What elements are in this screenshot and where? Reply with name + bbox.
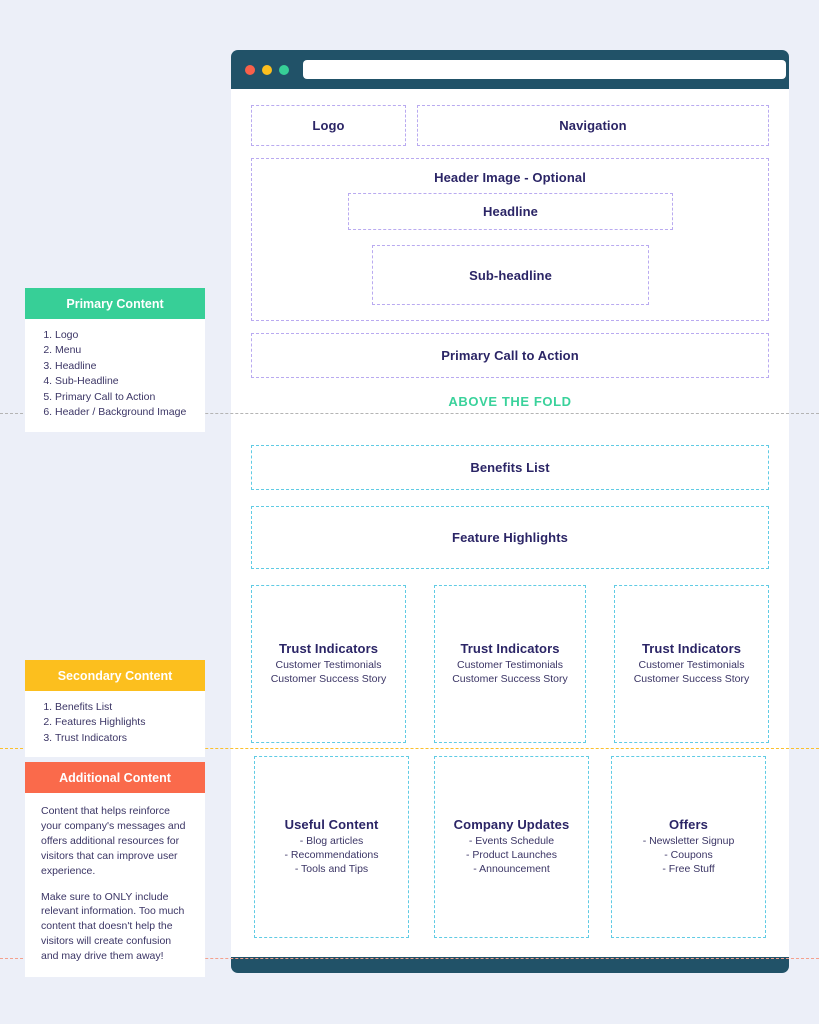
additional-content-line-3: - Free Stuff — [662, 862, 715, 875]
trust-indicator-title: Trust Indicators — [278, 641, 379, 657]
list-item: Header / Background Image — [55, 405, 193, 420]
placeholder-primary-cta-label: Primary Call to Action — [441, 348, 579, 363]
placeholder-logo[interactable]: Logo — [251, 105, 406, 146]
list-item: Primary Call to Action — [55, 390, 193, 405]
placeholder-useful-content[interactable]: Useful Content - Blog articles - Recomme… — [254, 756, 409, 938]
additional-content-line-1: - Events Schedule — [468, 835, 555, 848]
minimize-dot-icon[interactable] — [262, 64, 272, 75]
placeholder-navigation-label: Navigation — [559, 118, 627, 133]
card-primary-content-heading: Primary Content — [25, 288, 205, 319]
fold-divider — [0, 413, 819, 414]
additional-content-line-3: - Announcement — [473, 862, 550, 875]
list-item: Features Highlights — [55, 715, 193, 730]
placeholder-benefits-list[interactable]: Benefits List — [251, 445, 769, 490]
trust-indicator-title: Trust Indicators — [460, 641, 560, 657]
secondary-content-divider — [0, 748, 819, 749]
list-item: Benefits List — [55, 700, 193, 715]
placeholder-navigation[interactable]: Navigation — [417, 105, 769, 146]
url-input[interactable] — [303, 60, 786, 79]
trust-indicator-title: Trust Indicators — [641, 641, 742, 657]
card-additional-content: Additional Content Content that helps re… — [25, 762, 205, 978]
additional-paragraph-1: Content that helps reinforce your compan… — [41, 805, 186, 877]
card-secondary-content-body: Benefits List Features Highlights Trust … — [25, 691, 205, 758]
placeholder-feature-highlights[interactable]: Feature Highlights — [251, 506, 769, 569]
window-controls — [245, 64, 289, 75]
placeholder-logo-label: Logo — [312, 118, 345, 133]
browser-viewport — [231, 89, 789, 957]
card-additional-content-body: Content that helps reinforce your compan… — [25, 793, 205, 978]
trust-indicator-line-2: Customer Success Story — [270, 673, 387, 685]
placeholder-trust-indicator-2[interactable]: Trust Indicators Customer Testimonials C… — [434, 585, 586, 743]
additional-content-line-2: - Coupons — [664, 849, 713, 862]
above-the-fold-label: ABOVE THE FOLD — [448, 394, 572, 409]
placeholder-benefits-list-label: Benefits List — [470, 460, 550, 475]
browser-mockup — [231, 50, 789, 973]
trust-indicator-line-1: Customer Testimonials — [275, 659, 382, 672]
card-additional-content-heading: Additional Content — [25, 762, 205, 793]
placeholder-primary-cta[interactable]: Primary Call to Action — [251, 333, 769, 378]
additional-paragraph-2: Make sure to ONLY include relevant infor… — [41, 890, 185, 963]
card-secondary-content: Secondary Content Benefits List Features… — [25, 660, 205, 758]
additional-content-line-1: - Newsletter Signup — [642, 835, 735, 848]
placeholder-subheadline[interactable]: Sub-headline — [372, 245, 649, 305]
trust-indicator-line-1: Customer Testimonials — [456, 659, 563, 672]
additional-content-line-2: - Product Launches — [465, 849, 558, 862]
list-item: Logo — [55, 328, 193, 343]
card-primary-content: Primary Content Logo Menu Headline Sub-H… — [25, 288, 205, 432]
trust-indicator-line-1: Customer Testimonials — [638, 659, 745, 672]
additional-content-title: Offers — [669, 817, 708, 833]
maximize-dot-icon[interactable] — [279, 64, 289, 75]
additional-content-title: Useful Content — [284, 817, 379, 833]
placeholder-header-image[interactable]: Header Image - Optional — [251, 158, 769, 321]
placeholder-subheadline-label: Sub-headline — [469, 267, 552, 283]
placeholder-company-updates[interactable]: Company Updates - Events Schedule - Prod… — [434, 756, 589, 938]
trust-indicator-line-2: Customer Success Story — [633, 673, 750, 685]
card-secondary-content-heading: Secondary Content — [25, 660, 205, 691]
list-item: Trust Indicators — [55, 731, 193, 746]
placeholder-header-image-label: Header Image - Optional — [434, 170, 586, 185]
list-item: Menu — [55, 343, 193, 358]
additional-content-line-2: - Recommendations — [284, 849, 379, 862]
additional-content-title: Company Updates — [453, 817, 570, 833]
additional-content-line-3: - Tools and Tips — [294, 862, 369, 875]
placeholder-headline-label: Headline — [483, 204, 538, 219]
browser-titlebar — [231, 50, 789, 89]
card-primary-content-body: Logo Menu Headline Sub-Headline Primary … — [25, 319, 205, 432]
placeholder-trust-indicator-1[interactable]: Trust Indicators Customer Testimonials C… — [251, 585, 406, 743]
additional-content-divider — [0, 958, 819, 959]
placeholder-offers[interactable]: Offers - Newsletter Signup - Coupons - F… — [611, 756, 766, 938]
trust-indicator-line-2: Customer Success Story — [452, 673, 568, 685]
placeholder-feature-highlights-label: Feature Highlights — [452, 530, 568, 545]
close-dot-icon[interactable] — [245, 64, 255, 75]
browser-footer-bar — [231, 957, 789, 973]
list-item: Sub-Headline — [55, 374, 193, 389]
placeholder-trust-indicator-3[interactable]: Trust Indicators Customer Testimonials C… — [614, 585, 769, 743]
placeholder-headline[interactable]: Headline — [348, 193, 673, 230]
additional-content-line-1: - Blog articles — [299, 835, 364, 848]
list-item: Headline — [55, 359, 193, 374]
